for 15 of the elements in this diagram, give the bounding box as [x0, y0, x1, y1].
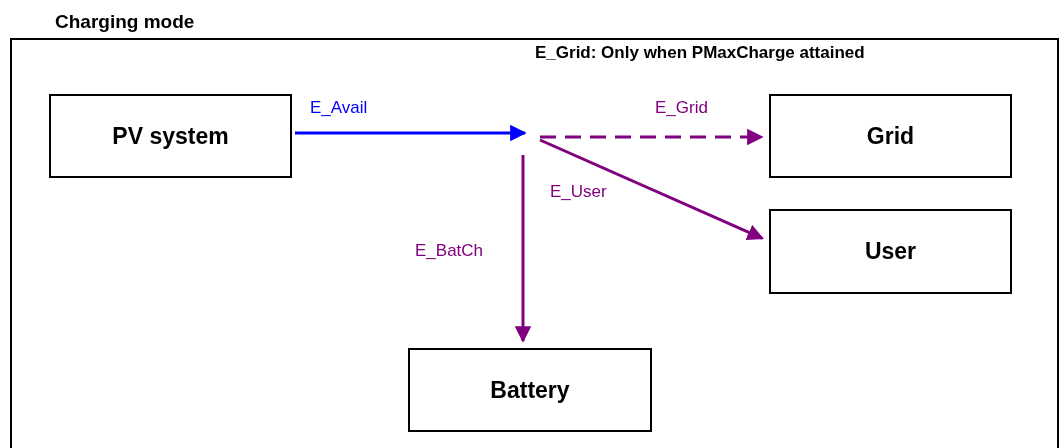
process-box: Battery — [408, 348, 652, 432]
edge-label: E_BatCh — [415, 242, 484, 259]
edge-label: E_Grid — [655, 99, 708, 116]
edge-label: E_User — [550, 183, 607, 200]
arrow — [514, 155, 532, 343]
arrow — [539, 138, 764, 240]
arrow — [540, 128, 764, 146]
edge-label: E_Avail — [310, 99, 368, 116]
process-box: Grid — [769, 94, 1012, 178]
arrow — [295, 124, 527, 142]
frame-box — [10, 38, 1059, 448]
diagram-title: Charging mode — [55, 11, 195, 33]
process-box: User — [769, 209, 1012, 294]
process-box: PV system — [49, 94, 292, 178]
note-text: E_Grid: Only when PMaxCharge attained — [535, 44, 865, 61]
